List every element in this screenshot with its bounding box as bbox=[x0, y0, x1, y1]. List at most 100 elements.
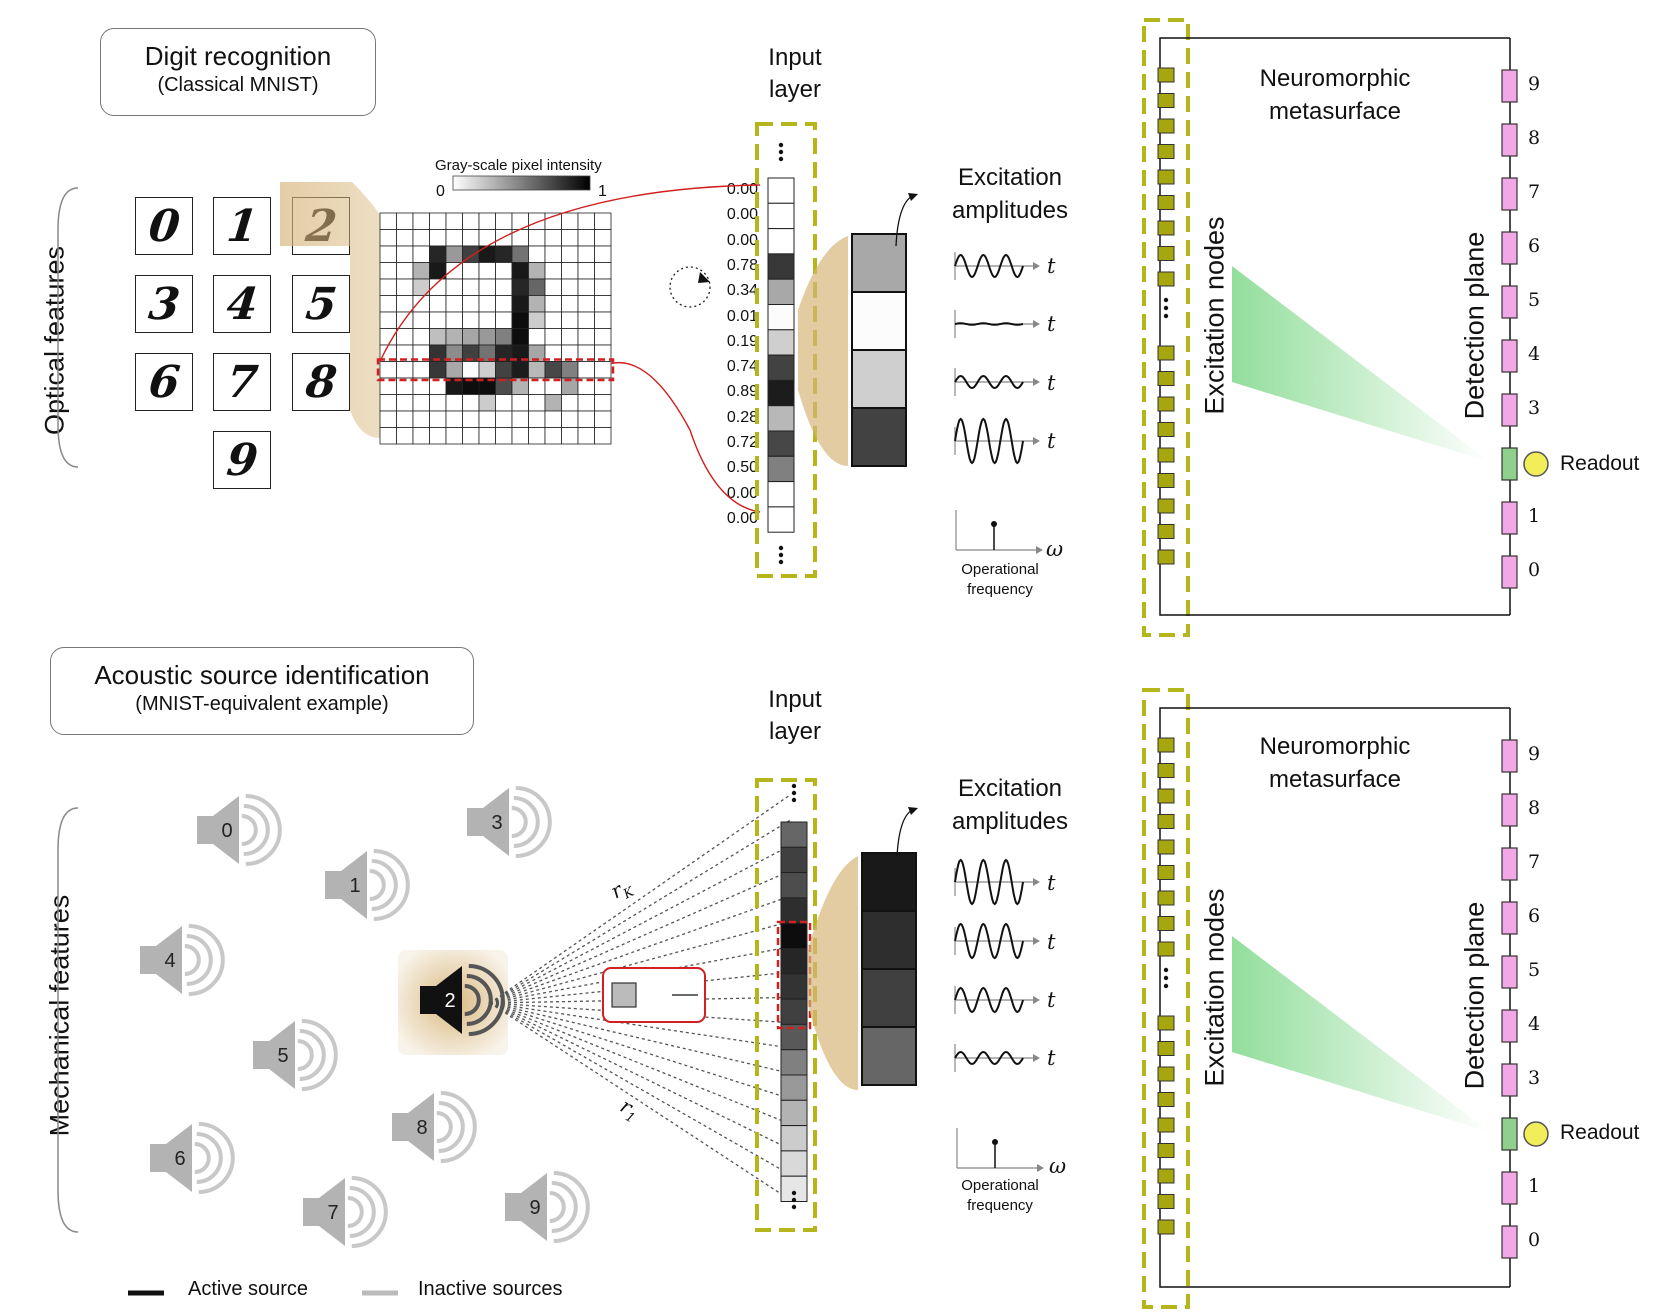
grid-pixel bbox=[379, 361, 397, 379]
grid-pixel bbox=[594, 361, 612, 379]
speaker-cone bbox=[521, 1173, 547, 1241]
bottom-dot bbox=[791, 1197, 797, 1203]
bottom-wave-arrow bbox=[1033, 1054, 1040, 1062]
grid-pixel bbox=[544, 295, 562, 313]
colorbar-max: 1 bbox=[598, 183, 607, 200]
speaker-wave-arc bbox=[349, 1186, 376, 1238]
top-node bbox=[1157, 396, 1175, 412]
grid-pixel bbox=[445, 311, 463, 329]
bottom-bracket bbox=[57, 807, 79, 1233]
bottom-detector bbox=[1501, 793, 1518, 827]
top_panel-detector-number: 1 bbox=[1528, 505, 1541, 527]
top-node-dot bbox=[1163, 313, 1169, 319]
grid-pixel bbox=[412, 295, 430, 313]
grid-pixel bbox=[462, 212, 480, 230]
speaker-cone bbox=[269, 1021, 295, 1089]
grid-pixel bbox=[379, 262, 397, 280]
bottom_panel-detector-number: 3 bbox=[1528, 1067, 1541, 1089]
grid-pixel bbox=[594, 295, 612, 313]
top-wave-arrow bbox=[1033, 320, 1040, 328]
top-input-layer-label: Input layer bbox=[768, 44, 822, 103]
rotate-icon bbox=[669, 266, 711, 308]
grid-pixel bbox=[511, 245, 529, 263]
top_panel-detector-number: 0 bbox=[1528, 559, 1541, 581]
speaker-cone bbox=[319, 1178, 345, 1246]
top-amp-pointer-head bbox=[908, 193, 918, 201]
grid-pixel bbox=[445, 394, 463, 412]
grid-pixel bbox=[478, 328, 496, 346]
speaker-label-3: 3 bbox=[491, 812, 502, 834]
grid-pixel bbox=[412, 361, 430, 379]
speaker-wave-arc bbox=[196, 1132, 223, 1184]
digit-thumb-0: 0 bbox=[135, 197, 193, 255]
grid-pixel bbox=[528, 295, 546, 313]
grid-pixel bbox=[429, 427, 447, 445]
speaker-wave-arc bbox=[440, 1091, 477, 1163]
top-node-dot bbox=[1163, 305, 1169, 311]
speaker-cone bbox=[483, 788, 509, 856]
grid-pixel bbox=[577, 311, 595, 329]
bottom_panel-detector-number: 6 bbox=[1528, 905, 1541, 927]
grid-pixel bbox=[577, 410, 595, 428]
bottom-wave bbox=[954, 986, 1024, 1014]
bottom-detector bbox=[1501, 1063, 1518, 1097]
grid-pixel bbox=[495, 410, 513, 428]
top-node bbox=[1157, 271, 1175, 287]
distance-ray bbox=[489, 1002, 791, 1150]
grid-pixel bbox=[429, 295, 447, 313]
grid-pixel bbox=[478, 295, 496, 313]
grid-pixel bbox=[495, 328, 513, 346]
grid-pixel bbox=[495, 427, 513, 445]
bottom-node bbox=[1157, 1143, 1175, 1158]
speaker-cone bbox=[408, 1093, 434, 1161]
grid-pixel bbox=[577, 262, 595, 280]
grid-pixel bbox=[577, 212, 595, 230]
bottom-node bbox=[1157, 865, 1175, 880]
grid-pixel bbox=[495, 278, 513, 296]
grid-pixel bbox=[561, 295, 579, 313]
top_panel-detector-number: 8 bbox=[1528, 127, 1541, 149]
top-wave-arrow bbox=[1033, 262, 1040, 270]
grid-pixel bbox=[561, 245, 579, 263]
top-amp-bar bbox=[851, 233, 907, 293]
bottom-input-cell bbox=[780, 1049, 808, 1076]
grid-pixel bbox=[528, 311, 546, 329]
top_panel-detector-number: 7 bbox=[1528, 181, 1541, 203]
digit-thumb-3: 3 bbox=[135, 275, 193, 333]
distance-ray bbox=[489, 1002, 791, 1176]
grid-pixel bbox=[594, 311, 612, 329]
grid-pixel bbox=[429, 212, 447, 230]
bottom-input-cell bbox=[780, 872, 808, 899]
bottom-node bbox=[1157, 1168, 1175, 1184]
top-input-value: 0.00 bbox=[726, 231, 758, 249]
distance-ray bbox=[489, 1002, 791, 1049]
top-input-value: 0.00 bbox=[726, 509, 758, 527]
grid-pixel bbox=[495, 245, 513, 263]
grid-pixel bbox=[396, 245, 414, 263]
speaker-wave-arc bbox=[194, 1142, 211, 1174]
speaker-wave-arc bbox=[515, 786, 552, 858]
speaker-wave-arc bbox=[371, 859, 398, 911]
bottom-detector bbox=[1501, 847, 1518, 881]
speaker-wave-arc bbox=[301, 1019, 338, 1091]
top-readout-label: Readout bbox=[1560, 452, 1640, 475]
grid-pixel bbox=[544, 212, 562, 230]
grid-pixel bbox=[577, 394, 595, 412]
grid-pixel bbox=[561, 328, 579, 346]
digit-thumb-9: 9 bbox=[213, 431, 271, 489]
top-input-cell bbox=[767, 253, 795, 280]
grid-pixel bbox=[412, 394, 430, 412]
distance-ray bbox=[489, 819, 791, 1004]
top-wave bbox=[954, 374, 1024, 390]
grid-pixel bbox=[429, 311, 447, 329]
grid-pixel bbox=[511, 361, 529, 379]
top-node bbox=[1157, 93, 1175, 108]
top-input-value: 0.34 bbox=[726, 282, 758, 300]
bottom-amp-bar bbox=[861, 968, 917, 1028]
grid-pixel bbox=[379, 410, 397, 428]
speaker-wave-arc bbox=[245, 794, 282, 866]
speaker-wave-arc bbox=[297, 1039, 314, 1071]
speaker-wave-arc bbox=[466, 974, 493, 1026]
speaker-wave-arc bbox=[551, 1181, 578, 1233]
